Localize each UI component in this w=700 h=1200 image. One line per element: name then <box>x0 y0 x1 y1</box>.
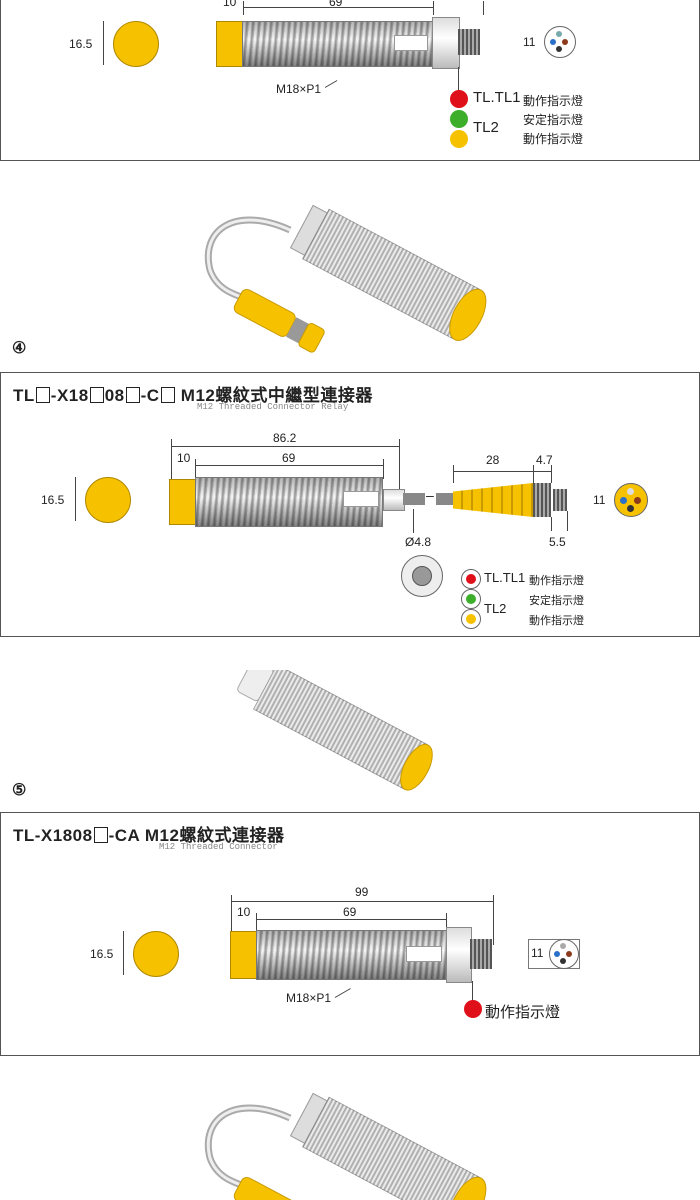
legend-label-tl: TL.TL1 <box>473 89 521 106</box>
pin-face-icon <box>549 939 579 969</box>
sensor-cap <box>216 21 244 67</box>
dim-pin: 11 <box>593 493 606 507</box>
indicator-red-icon <box>461 569 481 589</box>
section-number-4: ④ <box>12 340 27 357</box>
section-subtitle-4: M12 Threaded Connector Relay <box>197 402 349 412</box>
dim-cable: Ø4.8 <box>405 535 432 549</box>
legend-text-1: 動作指示燈 <box>529 575 584 587</box>
dim-total: 86.2 <box>273 431 297 445</box>
legend-label-tl: TL.TL1 <box>484 570 526 585</box>
dim-thread: M18×P1 <box>276 82 322 96</box>
sensor-tail <box>446 927 472 983</box>
dim-head: 10 <box>237 905 251 919</box>
dim-diameter: 16.5 <box>41 493 65 507</box>
dim-body: 69 <box>282 451 296 465</box>
legend-text-2: 安定指示燈 <box>529 595 584 607</box>
cable-stub <box>383 489 405 511</box>
dim-body: 69 <box>329 0 343 9</box>
product-photo-cable-sensor <box>204 204 487 353</box>
dim-head: 10 <box>223 0 237 9</box>
spec-panel-5: TL-X1808-CA M12螺紋式連接器 M12 Threaded Conne… <box>0 812 700 1056</box>
section-number-5: ⑤ <box>12 782 27 799</box>
dim-pin: 11 <box>531 946 544 960</box>
dim-connector-a: 4.7 <box>536 453 553 467</box>
section-subtitle-5: M12 Threaded Connector <box>159 842 278 852</box>
connector-thread <box>470 939 492 969</box>
indicator-red-icon <box>450 90 468 108</box>
connector-thread <box>458 29 480 55</box>
indicator-green-icon <box>450 110 468 128</box>
product-photo-connector-sensor <box>237 670 433 791</box>
sensor-tail <box>432 17 460 69</box>
indicator-red-icon <box>464 1000 482 1018</box>
legend-text-1: 動作指示燈 <box>523 94 584 108</box>
dim-diameter: 16.5 <box>90 947 114 961</box>
dim-body: 69 <box>343 905 357 919</box>
section-title-5: TL-X1808-CA M12螺紋式連接器 <box>13 826 285 845</box>
indicator-yellow-icon <box>461 609 481 629</box>
dim-connector-length: 28 <box>486 453 500 467</box>
legend-text-2: 安定指示燈 <box>523 113 584 127</box>
legend-text-3: 動作指示燈 <box>523 132 584 146</box>
product-photo-cable-sensor-2 <box>204 1092 487 1200</box>
sensor-cap <box>169 479 197 525</box>
dim-pin: 11 <box>523 35 536 49</box>
sensor-face-circle <box>113 21 159 67</box>
indicator-yellow-icon <box>450 130 468 148</box>
pin-face-icon <box>544 26 576 58</box>
dim-total: 99 <box>355 885 369 899</box>
dim-thread: M18×P1 <box>286 991 332 1005</box>
connector-body <box>453 483 533 517</box>
legend-label-tl2: TL2 <box>484 601 507 616</box>
sensor-cap <box>230 931 258 979</box>
indicator-green-icon <box>461 589 481 609</box>
spec-panel-1: 10 69 16.5 M18×P1 11 TL.TL1 動作指示燈 TL2 安定… <box>0 0 700 161</box>
sensor-face-circle <box>85 477 131 523</box>
cable-cross-section-icon <box>401 555 443 597</box>
legend-label-tl2: TL2 <box>473 119 499 136</box>
pin-face-icon <box>614 483 648 517</box>
sensor-body-thread <box>242 21 434 67</box>
dim-diameter: 16.5 <box>69 37 93 51</box>
legend-text-1: 動作指示燈 <box>485 1004 561 1021</box>
dim-head: 10 <box>177 451 191 465</box>
dim-connector-b: 5.5 <box>549 535 566 549</box>
sensor-face-circle <box>133 931 179 977</box>
legend-text-3: 動作指示燈 <box>529 615 584 627</box>
connector-nut <box>533 483 551 517</box>
